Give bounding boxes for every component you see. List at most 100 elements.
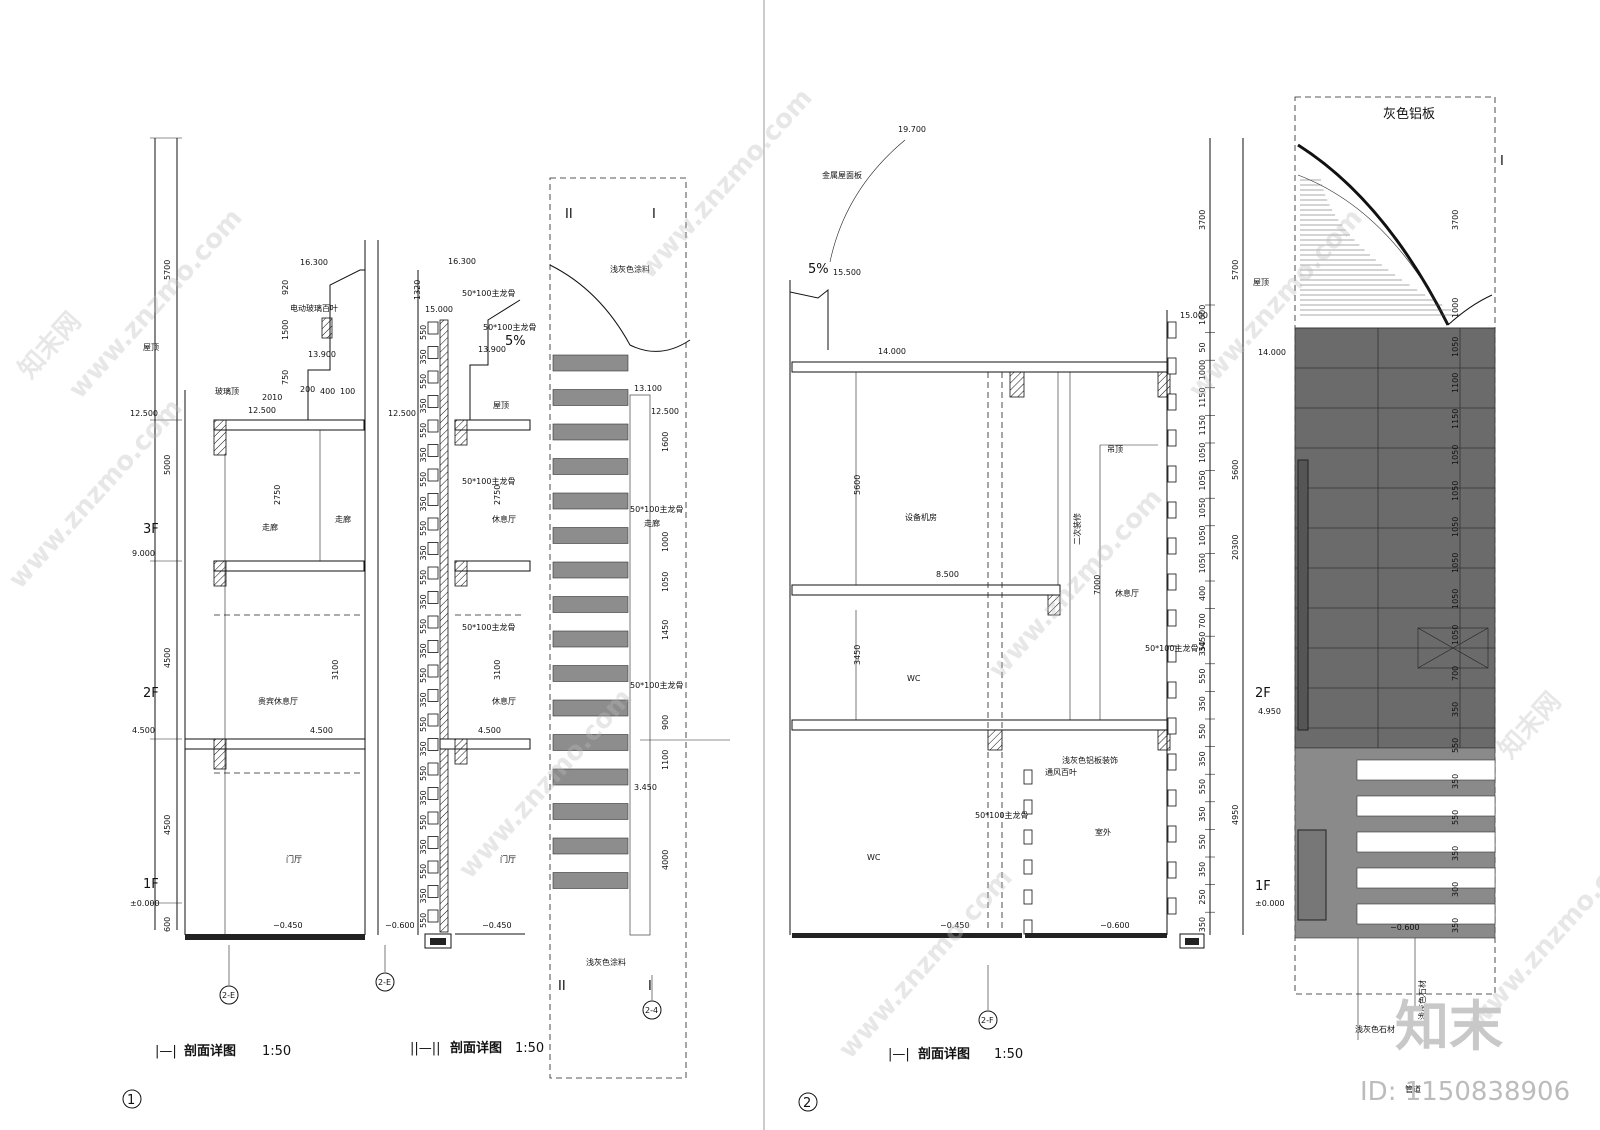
floor-1f-b: 1F (1255, 879, 1271, 894)
facade-fin (1167, 717, 1177, 735)
section-1-title: 剖面详图 (184, 1043, 236, 1059)
dim-block: 350 (419, 692, 428, 707)
svg-text:14.000: 14.000 (1258, 348, 1286, 357)
dim-chain-item: 700 (1198, 613, 1207, 628)
svg-text:3100: 3100 (493, 660, 502, 680)
stone-band (552, 768, 629, 786)
room-corridor-1: 走廊 (262, 522, 278, 532)
section-1: 5700 5000 4500 4500 600 12.500 9.000 4.5… (122, 137, 366, 1109)
stone-band (552, 803, 629, 820)
level-9000: 9.000 (132, 549, 155, 558)
svg-text:−0.600: −0.600 (1100, 921, 1130, 930)
panel-dim-item: 1050 (1451, 445, 1460, 465)
dim-4500b: 4500 (163, 815, 172, 835)
facade-blocks: 5503505503505503505503505503505503505503… (419, 321, 439, 928)
svg-text:3.450: 3.450 (634, 783, 657, 792)
dim-chain-item: 1150 (1198, 415, 1207, 435)
svg-text:1100: 1100 (661, 750, 670, 770)
dim-chain-item: 550 (1198, 779, 1207, 794)
stone-band (552, 630, 629, 648)
dim-chain-item: 550 (1198, 834, 1207, 849)
panel-dim-item: 1050 (1451, 589, 1460, 609)
facade-fin (1167, 789, 1177, 807)
room-lounge-1: 休息厅 (492, 514, 516, 524)
panel-dim-item: 1050 (1451, 553, 1460, 573)
facade-block (427, 615, 439, 629)
svg-text:1500: 1500 (281, 320, 290, 340)
svg-text:920: 920 (281, 280, 290, 295)
facade-block (427, 444, 439, 457)
room-foyer-1: 门厅 (286, 854, 302, 864)
note-pipe: 管道 (1405, 1084, 1421, 1094)
svg-text:5600: 5600 (853, 475, 862, 495)
note-alu-trim: 浅灰色铝板装饰 (1062, 755, 1118, 765)
facade-block (427, 787, 439, 800)
stone-band (552, 596, 629, 613)
dim-block: 350 (419, 349, 428, 364)
floor-2f-b: 2F (1255, 686, 1271, 701)
stone-bar (1356, 759, 1496, 781)
svg-text:8.500: 8.500 (936, 570, 959, 579)
facade-fin (1167, 573, 1177, 591)
sheet-number-1: 1 (127, 1093, 135, 1108)
stone-bars (1297, 759, 1496, 925)
stone-band (552, 389, 629, 406)
section-2-scale: 1:50 (515, 1041, 544, 1056)
facade-fin (1167, 393, 1177, 411)
level-12500: 12.500 (130, 409, 158, 418)
svg-text:50*100主龙骨: 50*100主龙骨 (630, 680, 683, 690)
svg-text:||—||: ||—|| (410, 1041, 441, 1056)
svg-text:900: 900 (661, 715, 670, 730)
dim-chain-item: 1050 (1198, 553, 1207, 573)
dim-chain-item: 350 (1198, 641, 1207, 656)
cut-mark-i-right: I (1500, 154, 1504, 169)
stone-bar (1356, 867, 1496, 889)
stone-band (552, 837, 629, 855)
stone-band (552, 527, 629, 544)
section-3-title: 剖面详图 (918, 1046, 970, 1062)
dim-block: 350 (419, 790, 428, 805)
room-lounge-3: 休息厅 (1115, 588, 1139, 598)
svg-text:15.500: 15.500 (833, 268, 861, 277)
facade-fin (1167, 681, 1177, 699)
svg-text:|—|: |—| (155, 1044, 177, 1059)
facade-block (427, 591, 439, 604)
watermark-logo: 知末 (1395, 995, 1503, 1058)
level-16300: 16.300 (300, 258, 328, 267)
dim-chain-item: 1000 (1198, 360, 1207, 380)
facade-block (427, 836, 439, 849)
dim-block: 550 (419, 766, 428, 781)
dim-block: 350 (419, 888, 428, 903)
facade-block (427, 419, 439, 433)
note-ceiling: 吊顶 (1107, 445, 1123, 454)
dim-block: 550 (419, 815, 428, 830)
stone-bar (1356, 903, 1496, 925)
room-corridor-2: 走廊 (335, 514, 351, 524)
panel-dimension-chain: 1050110011501050105010501050105010507003… (1451, 337, 1460, 933)
lower-fin (1023, 859, 1033, 875)
dim-chain-item: 1050 (1198, 498, 1207, 518)
panel-dim-item: 350 (1451, 702, 1460, 717)
facade-fin (1167, 825, 1177, 843)
facade-fin (1167, 357, 1177, 375)
room-lounge-2: 休息厅 (492, 696, 516, 706)
dim-block: 350 (419, 447, 428, 462)
svg-text:3450: 3450 (853, 645, 862, 665)
panel-dim-item: 300 (1451, 882, 1460, 897)
svg-text:5700: 5700 (1231, 260, 1240, 280)
vertical-dimension-chain: 1000501000115011501050105010501050105040… (1198, 305, 1215, 932)
note-paint-bottom: 浅灰色涂料 (586, 957, 626, 967)
svg-text:3700: 3700 (1451, 210, 1460, 230)
svg-text:50*100主龙骨: 50*100主龙骨 (462, 476, 515, 486)
facade-block (427, 860, 439, 874)
lower-fin (1023, 769, 1033, 785)
svg-text:14.000: 14.000 (878, 347, 906, 356)
stone-bar (1356, 831, 1496, 853)
dim-chain-item: 350 (1198, 862, 1207, 877)
stone-band (552, 458, 629, 475)
lower-fin (1023, 799, 1033, 815)
note-glass-roof: 玻璃顶 (215, 386, 239, 396)
dim-600: 600 (163, 917, 172, 932)
dim-block: 550 (419, 864, 428, 879)
svg-text:−0.450: −0.450 (482, 921, 512, 930)
